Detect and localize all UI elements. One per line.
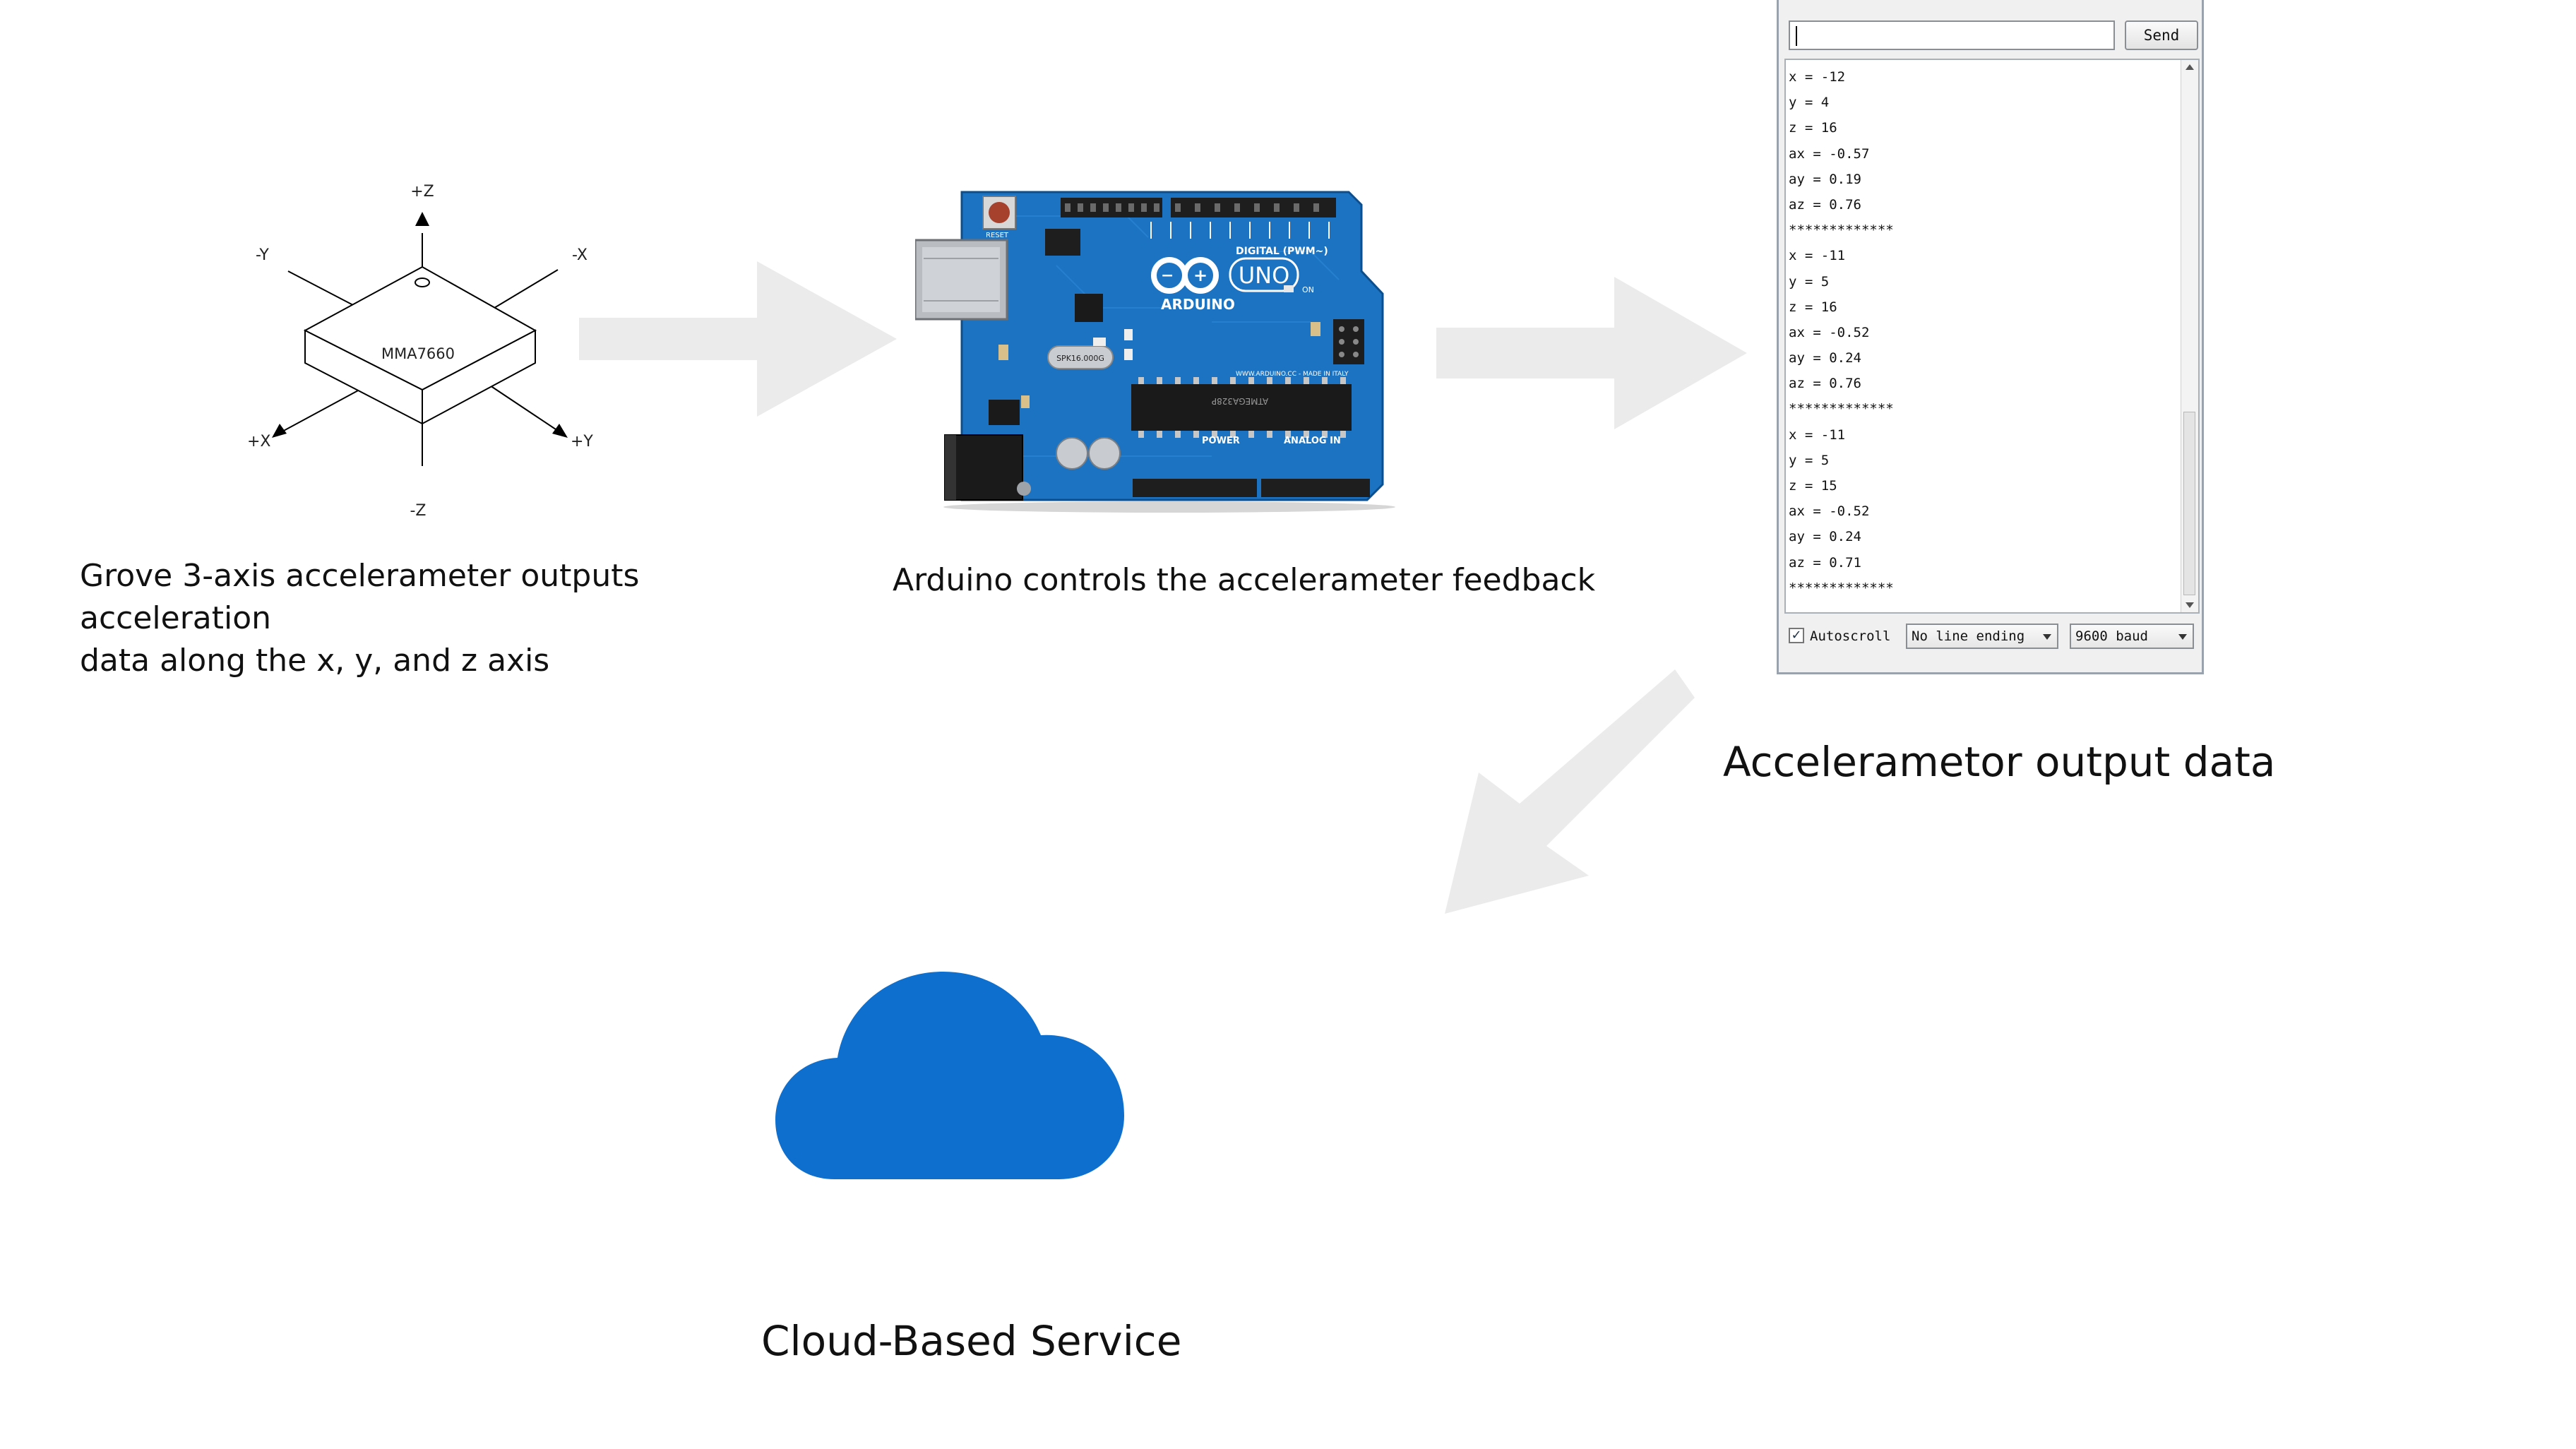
arduino-logo [1151,257,1219,294]
serial-line: z = 16 [1789,120,1837,136]
usb-chip [1075,294,1103,322]
serial-line: ax = -0.52 [1789,324,1870,340]
axis-label-plus-x: +X [247,433,271,451]
line-ending-select[interactable]: No line ending [1906,624,2058,649]
serial-line: x = -12 [1789,69,1846,85]
baud-value: 9600 baud [2075,628,2148,644]
svg-text:+: + [1193,266,1208,285]
sensor-caption-line1: Grove 3-axis accelerameter outputs accel… [80,558,640,636]
power-label: POWER [1202,436,1240,446]
on-label: ON [1302,285,1314,294]
serial-line: ay = 0.19 [1789,171,1861,187]
axis-label-plus-z: +Z [410,183,434,201]
serial-line: ax = -0.57 [1789,145,1870,162]
crystal [1047,345,1114,369]
serial-line: ay = 0.24 [1789,350,1861,366]
line-ending-value: No line ending [1912,628,2025,644]
sensor-caption: Grove 3-axis accelerameter outputs accel… [80,555,814,682]
scroll-thumb[interactable] [2183,412,2195,595]
x-axis-lower [280,385,368,433]
serial-line: x = -11 [1789,248,1846,264]
analog-label: ANALOG IN [1284,436,1341,446]
serial-output-lines: x = -12 y = 4 z = 16 ax = -0.57 ay = 0.19 az … [1789,64,1894,601]
autoscroll-label: Autoscroll [1810,628,1891,644]
arrow-sensor-to-arduino [579,261,897,417]
cloud-icon [775,972,1124,1179]
arrow-serial-to-cloud [1445,669,1695,914]
capacitor-right [1088,437,1121,470]
sensor-caption-line2: data along the x, y, and z axis [80,643,550,679]
serial-line: ************* [1789,580,1894,596]
scroll-down-icon[interactable] [2186,602,2194,608]
chip-text: ATMEGA328P [1212,396,1268,406]
analog-header [1261,479,1370,497]
brand-label: ARDUINO [1161,296,1235,313]
serial-input[interactable] [1789,20,2115,50]
x-axis-upper [494,269,559,309]
model-badge [1229,257,1299,292]
power-jack [944,434,1023,501]
svg-text:−: − [1161,267,1174,285]
baud-select[interactable]: 9600 baud [2070,624,2194,649]
serial-line: az = 0.71 [1789,554,1861,571]
chip-right-face [422,329,536,425]
serial-line: z = 15 [1789,478,1837,494]
serial-line: y = 5 [1789,273,1830,290]
vertical-scrollbar[interactable] [2181,60,2198,612]
z-axis-arrowhead [415,212,429,226]
send-button[interactable]: Send [2125,20,2198,50]
accelerometer-diagram: MMA7660 +Z -Z -Y -X +X +Y [247,183,593,520]
axis-label-minus-y: -Y [256,246,269,264]
y-axis-upper [287,270,354,306]
serial-line: az = 0.76 [1789,376,1861,392]
arrow-arduino-to-serial [1436,277,1747,429]
x-axis-arrowhead [272,424,287,438]
serial-line: z = 16 [1789,299,1837,315]
icsp-header [1333,319,1364,364]
serial-line: y = 4 [1789,95,1830,111]
digital-label: DIGITAL (PWM~) [1236,246,1328,257]
serial-caption: Accelerametor output data [1723,738,2276,786]
serial-monitor-window: Send x = -12 y = 4 z = 16 ax = -0.57 ay = 0.… [1777,0,2204,674]
y-axis-lower [481,379,559,431]
reset-label: RESET [986,232,1009,239]
scroll-up-icon[interactable] [2186,64,2194,70]
serial-output[interactable]: x = -12 y = 4 z = 16 ax = -0.57 ay = 0.19 az … [1784,59,2200,614]
power-header [1133,479,1257,497]
chip-label: MMA7660 [381,345,455,362]
arduino-caption: Arduino controls the accelerameter feedb… [893,562,1596,598]
y-axis-arrowhead [552,424,568,438]
axis-label-minus-x: -X [572,246,588,264]
serial-line: az = 0.76 [1789,196,1861,213]
model-label: UNO [1239,262,1290,289]
serial-line: y = 5 [1789,452,1830,468]
arduino-board: RESET DIGITAL (PWM~) − + ARDUINO UNO SPK… [915,191,1395,513]
atmega-chip [1131,384,1352,431]
serial-line: ************* [1789,401,1894,417]
axis-label-minus-z: -Z [410,502,426,520]
serial-line: ************* [1789,222,1894,239]
capacitor-left [1056,437,1088,470]
voltage-regulator [989,400,1020,425]
crystal-label: SPK16.000G [1056,354,1104,363]
board-pcb [960,191,1384,501]
serial-line: x = -11 [1789,427,1846,443]
serial-line: ax = -0.52 [1789,503,1870,520]
chevron-down-icon [2043,634,2051,640]
cloud-caption: Cloud-Based Service [761,1317,1182,1365]
website-label: WWW.ARDUINO.CC - MADE IN ITALY [1236,371,1349,378]
axis-label-plus-y: +Y [571,433,593,451]
chevron-down-icon [2178,634,2187,640]
serial-bottom-bar: ✓ Autoscroll No line ending 9600 baud [1784,621,2200,652]
chip-pin1-mark [415,278,430,287]
reset-button [982,196,1016,229]
serial-line: ay = 0.24 [1789,529,1861,545]
autoscroll-checkbox[interactable]: ✓ [1789,628,1804,643]
